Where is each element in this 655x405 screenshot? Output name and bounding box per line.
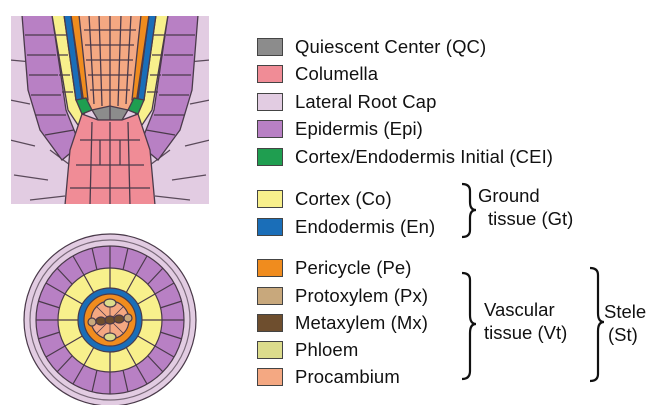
legend-item: Procambium bbox=[257, 366, 400, 388]
legend-swatch bbox=[257, 65, 283, 83]
vascular-tissue-label: Vascular tissue (Vt) bbox=[484, 298, 567, 344]
legend-item: Phloem bbox=[257, 339, 358, 361]
legend-label: Cortex (Co) bbox=[295, 188, 392, 210]
legend-label: Epidermis (Epi) bbox=[295, 118, 423, 140]
legend-label: Phloem bbox=[295, 339, 358, 361]
legend-item: Cortex/Endodermis Initial (CEI) bbox=[257, 146, 553, 168]
legend-item: Protoxylem (Px) bbox=[257, 285, 428, 307]
legend-item: Endodermis (En) bbox=[257, 216, 435, 238]
ground-tissue-bracket bbox=[462, 184, 476, 237]
legend-label: Quiescent Center (QC) bbox=[295, 36, 486, 58]
ground-tissue-label-line2: tissue (Gt) bbox=[488, 207, 573, 230]
ground-tissue-label: Ground tissue (Gt) bbox=[478, 184, 573, 230]
vascular-tissue-label-line1: Vascular bbox=[484, 298, 567, 321]
stele-label: Stele (St) bbox=[604, 300, 646, 346]
vascular-tissue-bracket bbox=[462, 273, 476, 379]
legend-swatch bbox=[257, 190, 283, 208]
stele-label-line2: (St) bbox=[608, 323, 646, 346]
legend-label: Metaxylem (Mx) bbox=[295, 312, 428, 334]
legend-item: Cortex (Co) bbox=[257, 188, 392, 210]
legend-swatch bbox=[257, 120, 283, 138]
longitudinal-section bbox=[10, 15, 210, 205]
legend-label: Cortex/Endodermis Initial (CEI) bbox=[295, 146, 553, 168]
vascular-tissue-label-line2: tissue (Vt) bbox=[484, 321, 567, 344]
legend-label: Procambium bbox=[295, 366, 400, 388]
legend-item: Metaxylem (Mx) bbox=[257, 312, 428, 334]
legend-swatch bbox=[257, 38, 283, 56]
stele-label-line1: Stele bbox=[604, 300, 646, 323]
legend-swatch bbox=[257, 368, 283, 386]
cross-section bbox=[24, 234, 196, 405]
ground-tissue-label-line1: Ground bbox=[478, 184, 573, 207]
legend-swatch bbox=[257, 148, 283, 166]
legend-label: Lateral Root Cap bbox=[295, 91, 436, 113]
legend-item: Lateral Root Cap bbox=[257, 91, 436, 113]
legend-swatch bbox=[257, 287, 283, 305]
legend-item: Pericycle (Pe) bbox=[257, 257, 412, 279]
legend-label: Protoxylem (Px) bbox=[295, 285, 428, 307]
stele-bracket bbox=[590, 268, 604, 381]
legend-swatch bbox=[257, 218, 283, 236]
legend-swatch bbox=[257, 93, 283, 111]
legend-label: Endodermis (En) bbox=[295, 216, 435, 238]
legend-item: Quiescent Center (QC) bbox=[257, 36, 486, 58]
legend-item: Columella bbox=[257, 63, 378, 85]
legend-label: Pericycle (Pe) bbox=[295, 257, 412, 279]
legend-swatch bbox=[257, 341, 283, 359]
legend-label: Columella bbox=[295, 63, 378, 85]
legend-item: Epidermis (Epi) bbox=[257, 118, 423, 140]
legend-swatch bbox=[257, 314, 283, 332]
legend-swatch bbox=[257, 259, 283, 277]
